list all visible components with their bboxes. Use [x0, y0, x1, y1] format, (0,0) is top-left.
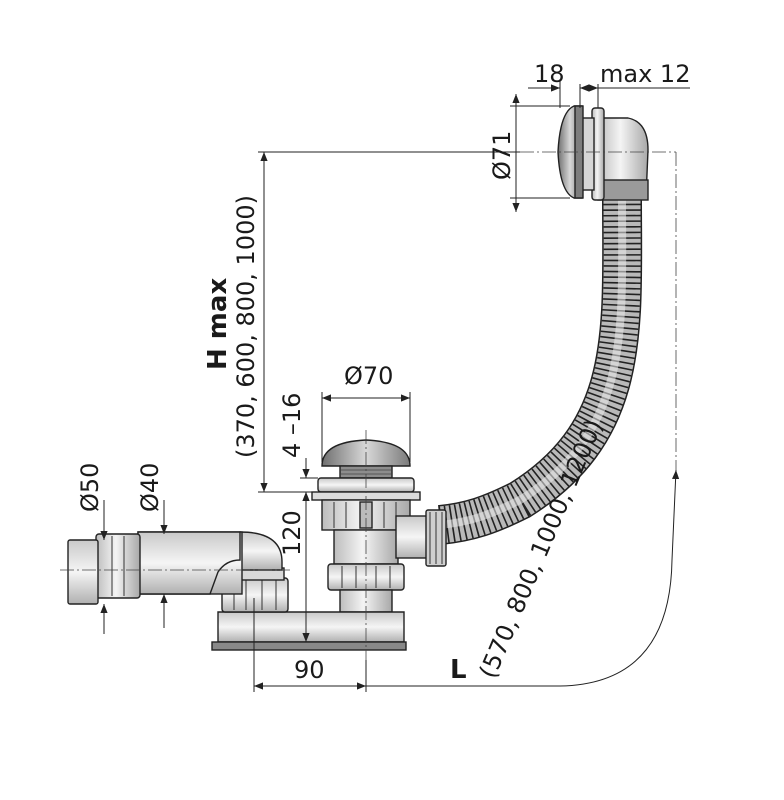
waste-outlet [311, 439, 447, 613]
label-h-max: H max [203, 278, 233, 370]
label-h-values: (370, 600, 800, 1000) [232, 195, 260, 458]
label-max-12: max 12 [600, 60, 690, 88]
label-diameter-50: Ø50 [76, 463, 104, 512]
label-4-16: 4 –16 [278, 393, 306, 458]
flexible-hose [437, 197, 643, 545]
label-90: 90 [294, 656, 325, 684]
trap-base [211, 567, 407, 651]
overflow-unit [557, 105, 649, 201]
label-18: 18 [534, 60, 565, 88]
label-l: L [450, 655, 467, 685]
outlet-pipe [67, 531, 283, 605]
label-120: 120 [278, 510, 306, 556]
dimension-labels: 18 max 12 Ø71 Ø70 Ø50 Ø40 4 –16 120 90 H… [76, 60, 690, 685]
label-diameter-70: Ø70 [344, 362, 393, 390]
label-diameter-40: Ø40 [136, 463, 164, 512]
center-lines [60, 151, 677, 660]
dimension-lines [100, 80, 690, 692]
label-diameter-71: Ø71 [488, 131, 516, 180]
label-l-values: (570, 800, 1000, 1200) [474, 415, 609, 682]
